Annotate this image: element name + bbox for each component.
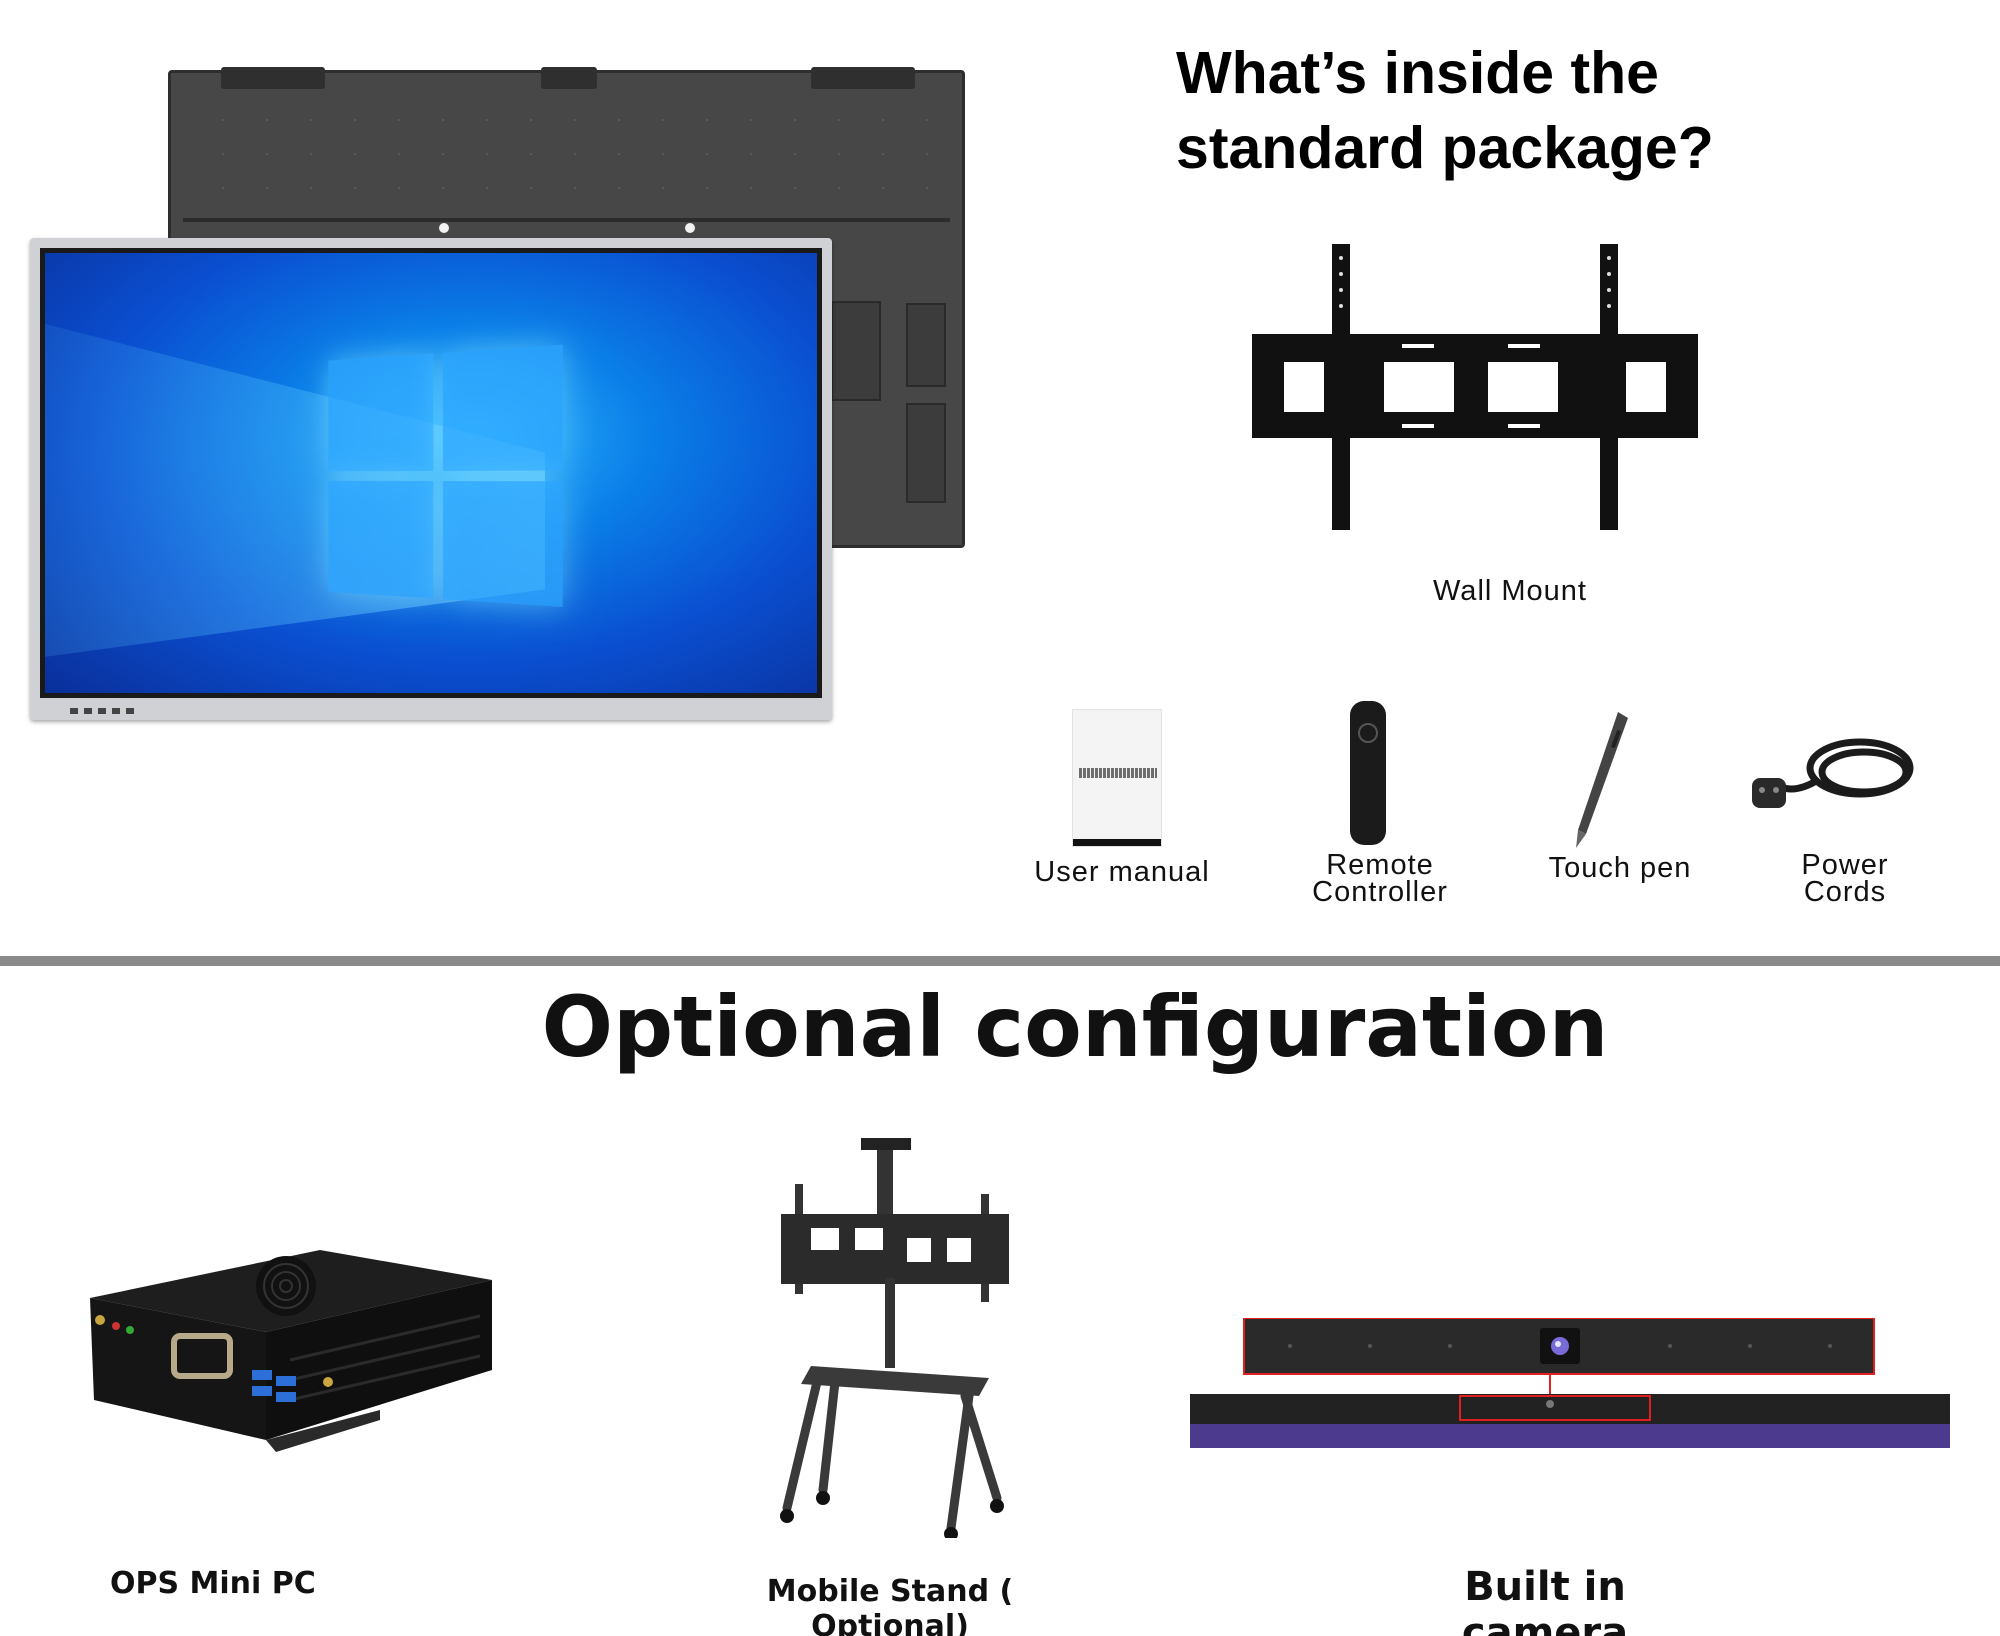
- package-title-line1: What’s inside the: [1176, 40, 1659, 106]
- mobile-stand-label: Mobile Stand ( Optional): [766, 1574, 1014, 1636]
- optional-title: Optional configuration: [541, 978, 1609, 1076]
- remote-controller-label: Remote Controller: [1290, 849, 1470, 908]
- back-rail: [183, 218, 950, 222]
- display-front-view: [30, 238, 832, 720]
- mobile-stand-image: [780, 1138, 1009, 1538]
- power-cords-label: Power Cords: [1780, 849, 1910, 908]
- windows-logo-icon: [328, 344, 567, 611]
- built-in-camera-label: Built in camera: [1461, 1564, 1629, 1636]
- cords-label-line1: Power: [1801, 849, 1889, 881]
- io-panel: [831, 301, 881, 401]
- user-manual-icon: [1072, 709, 1162, 847]
- front-ports: [70, 708, 140, 714]
- back-hole: [439, 223, 449, 233]
- touch-pen-icon: [1576, 712, 1628, 848]
- remote-label-line2: Controller: [1312, 876, 1448, 908]
- ops-mini-pc-label: OPS Mini PC: [110, 1566, 316, 1601]
- touch-pen-label: Touch pen: [1548, 852, 1692, 884]
- top-clip: [811, 67, 915, 89]
- wall-mount-label: Wall Mount: [1433, 575, 1587, 607]
- cords-label-line2: Cords: [1803, 876, 1887, 908]
- wall-mount-image: [1252, 244, 1698, 530]
- back-hole: [685, 223, 695, 233]
- top-clip: [541, 67, 597, 89]
- ops-mini-pc-image: [90, 1250, 492, 1452]
- package-title-line2: standard package?: [1176, 115, 1714, 181]
- remote-controller-icon: [1350, 701, 1386, 845]
- built-in-camera-image: [1190, 1318, 1950, 1448]
- user-manual-label: User manual: [1034, 856, 1210, 888]
- package-title: What’s inside the standard package?: [1176, 36, 1876, 186]
- mounting-dots: [201, 103, 932, 203]
- top-clip: [221, 67, 325, 89]
- windows-desktop-screen: [45, 253, 817, 693]
- section-divider: [0, 956, 2000, 966]
- power-cord-icon: [1752, 738, 1914, 808]
- display-bezel: [40, 248, 822, 698]
- remote-label-line1: Remote: [1326, 849, 1434, 881]
- io-panel: [906, 303, 946, 387]
- io-panel: [906, 403, 946, 503]
